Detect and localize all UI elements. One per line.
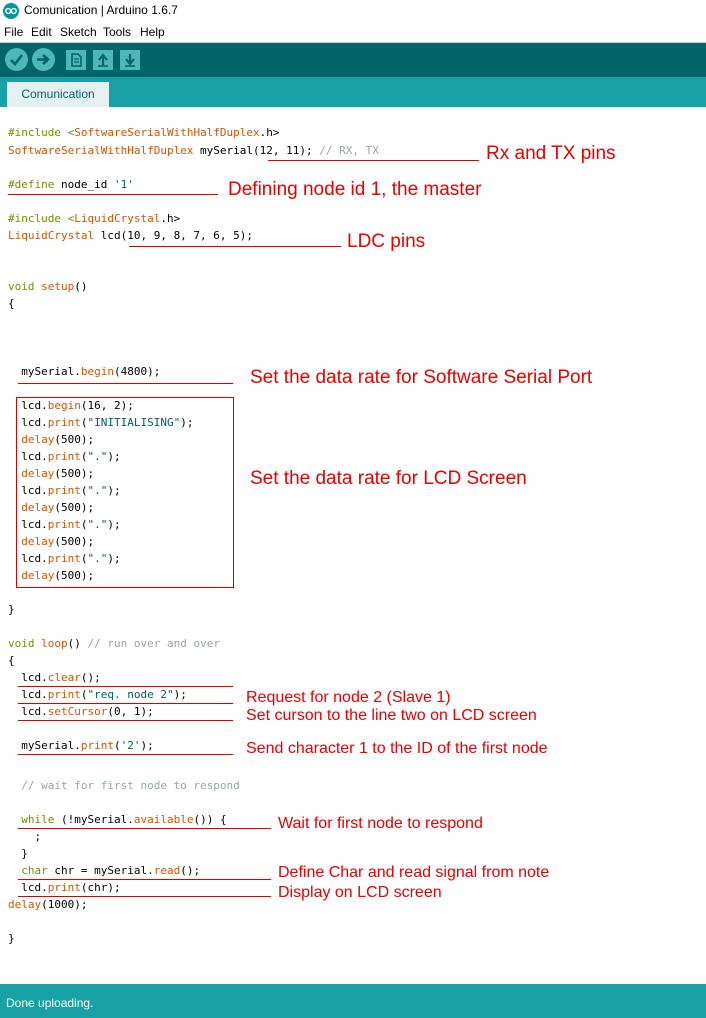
checkmark-icon: [10, 54, 24, 66]
code-line: mySerial.print('2');: [8, 739, 154, 752]
menu-bar: File Edit Sketch Tools Help: [0, 22, 706, 42]
code-line: {: [8, 654, 15, 667]
code-line: }: [8, 847, 28, 860]
code-line: lcd.setCursor(0, 1);: [8, 705, 154, 718]
annotation-underline: [268, 160, 479, 161]
arrow-down-icon: [125, 54, 135, 67]
code-line: #include <SoftwareSerialWithHalfDuplex.h…: [8, 126, 280, 139]
code-line: {: [8, 297, 15, 310]
code-line: delay(500);: [21, 501, 95, 514]
arrow-right-icon: [37, 54, 50, 65]
code-line: lcd.print(".");: [8, 552, 121, 565]
annotation-display: Display on LCD screen: [278, 884, 442, 901]
code-line: delay(500);: [21, 535, 95, 548]
tab-comunication[interactable]: Comunication: [7, 82, 109, 107]
menu-sketch[interactable]: Sketch: [60, 25, 97, 39]
code-line: #include <LiquidCrystal.h>: [8, 212, 181, 225]
upload-button[interactable]: [32, 48, 55, 71]
code-line: lcd.begin(16, 2);: [8, 399, 134, 412]
code-line: ;: [8, 830, 42, 843]
annotation-underline: [18, 828, 271, 829]
code-line: }: [8, 603, 15, 616]
code-line: mySerial.begin(4800);: [8, 365, 161, 378]
menu-tools[interactable]: Tools: [103, 25, 132, 39]
annotation-underline: [18, 720, 233, 721]
save-button[interactable]: [120, 50, 140, 70]
annotation-node-id: Defining node id 1, the master: [228, 179, 482, 200]
annotation-underline: [18, 754, 233, 755]
code-line: #define node_id '1': [8, 178, 134, 191]
annotation-wait: Wait for first node to respond: [278, 815, 483, 832]
toolbar: [0, 43, 706, 77]
annotation-underline: [18, 686, 233, 687]
code-line: delay(500);: [21, 569, 95, 582]
code-line: while (!mySerial.available()) {: [21, 813, 227, 826]
code-line: lcd.print("req. node 2");: [8, 688, 187, 701]
annotation-underline: [18, 896, 271, 897]
code-line: void setup(): [8, 280, 88, 293]
code-line: lcd.print(".");: [8, 450, 121, 463]
code-line: // wait for first node to respond: [8, 779, 240, 792]
menu-help[interactable]: Help: [140, 25, 165, 39]
annotation-send: Send character 1 to the ID of the first …: [246, 740, 548, 757]
tab-label: Comunication: [21, 87, 95, 101]
new-button[interactable]: [66, 50, 86, 70]
annotation-underline: [18, 879, 271, 880]
code-line: lcd.print(".");: [8, 518, 121, 531]
annotation-define-char: Define Char and read signal from note: [278, 864, 550, 881]
menu-divider: [0, 42, 706, 43]
arrow-up-icon: [98, 53, 108, 67]
annotation-lcd-rate: Set the data rate for LCD Screen: [250, 468, 527, 489]
window-title: Comunication | Arduino 1.6.7: [24, 3, 178, 17]
annotation-underline: [129, 246, 341, 247]
arduino-logo-icon: [3, 3, 19, 19]
annotation-cursor: Set curson to the line two on LCD screen: [246, 707, 537, 724]
annotation-underline: [8, 194, 218, 195]
annotation-serial-rate: Set the data rate for Software Serial Po…: [250, 367, 593, 388]
code-line: delay(500);: [21, 433, 95, 446]
code-line: lcd.print("INITIALISING");: [8, 416, 194, 429]
code-line: delay(1000);: [8, 898, 88, 911]
status-message: Done uploading.: [6, 996, 94, 1010]
title-bar: Comunication | Arduino 1.6.7: [0, 0, 706, 22]
annotation-underline: [18, 703, 233, 704]
menu-file[interactable]: File: [4, 25, 24, 39]
status-bar: Done uploading.: [0, 984, 706, 1018]
code-editor[interactable]: [0, 107, 706, 984]
code-line: lcd.clear();: [8, 671, 101, 684]
code-line: LiquidCrystal lcd(10, 9, 8, 7, 6, 5);: [8, 229, 254, 242]
annotation-box: [16, 397, 234, 588]
new-file-icon: [71, 53, 82, 67]
tab-strip: Comunication: [0, 77, 706, 107]
annotation-ldc-pins: LDC pins: [347, 231, 426, 252]
annotation-rx-tx: Rx and TX pins: [486, 143, 616, 164]
annotation-request: Request for node 2 (Slave 1): [246, 689, 451, 706]
menu-edit[interactable]: Edit: [31, 25, 52, 39]
code-line: lcd.print(chr);: [8, 881, 121, 894]
code-line: delay(500);: [21, 467, 95, 480]
annotation-underline: [18, 383, 233, 384]
code-line: SoftwareSerialWithHalfDuplex mySerial(12…: [8, 144, 379, 157]
code-line: }: [8, 932, 15, 945]
code-line: char chr = mySerial.read();: [21, 864, 201, 877]
code-line: lcd.print(".");: [8, 484, 121, 497]
open-button[interactable]: [93, 50, 113, 70]
code-line: void loop() // run over and over: [8, 637, 220, 650]
verify-button[interactable]: [5, 48, 28, 71]
